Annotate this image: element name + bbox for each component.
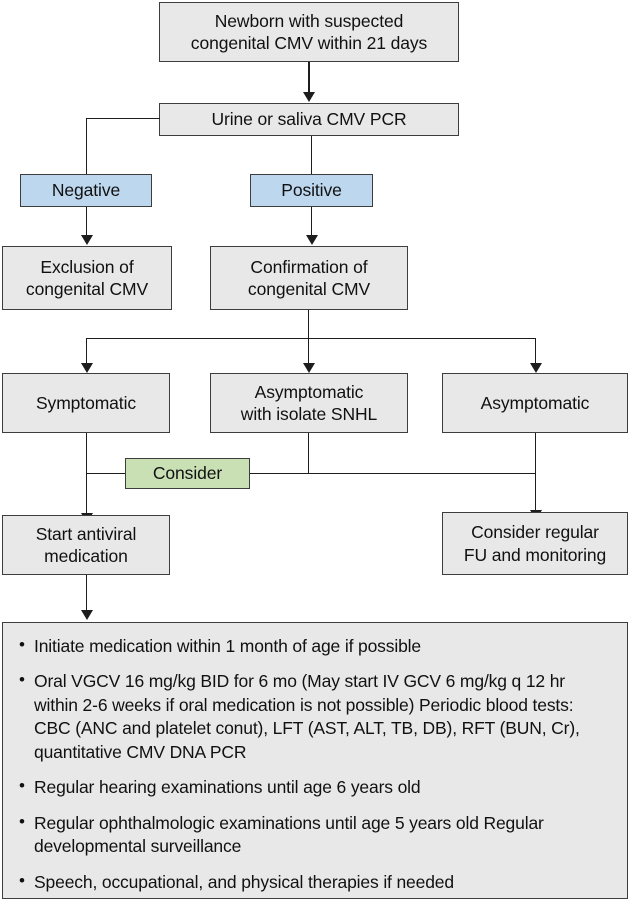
node-consider-fu-line-2: FU and monitoring: [463, 544, 607, 565]
node-consider-text: Consider: [152, 463, 223, 484]
node-consider-regular-fu: Consider regular FU and monitoring: [442, 512, 628, 575]
node-confirmation-text: Confirmation of congenital CMV: [217, 256, 401, 301]
connector-branch-bus: [86, 338, 536, 339]
node-result-negative: Negative: [20, 174, 152, 207]
node-asymptomatic: Asymptomatic: [442, 373, 628, 433]
arrowhead-positive-to-confirmation: [306, 235, 318, 245]
node-exclusion-congenital-cmv: Exclusion of congenital CMV: [2, 246, 172, 310]
node-result-positive: Positive: [250, 174, 373, 207]
node-newborn-line-1: Newborn with suspected: [214, 10, 404, 31]
connector-newborn-to-test: [308, 62, 310, 93]
connector-negative-to-exclusion: [86, 207, 87, 236]
node-consider-fu-line-1: Consider regular: [471, 522, 599, 543]
node-exclusion-text: Exclusion of congenital CMV: [9, 256, 165, 301]
panel-management-details: Initiate medication within 1 month of ag…: [2, 622, 628, 899]
management-bullet-list: Initiate medication within 1 month of ag…: [17, 634, 613, 894]
connector-antiviral-to-panel: [86, 575, 87, 612]
node-symptomatic-text: Symptomatic: [35, 392, 137, 413]
connector-test-to-negative-vertical: [86, 118, 87, 175]
node-asymptomatic-text: Asymptomatic: [480, 392, 590, 413]
connector-bus-to-asymptomatic-snhl: [308, 338, 309, 365]
management-bullet-4: Regular ophthalmologic examinations unti…: [17, 811, 613, 859]
arrowhead-bus-to-asymptomatic: [530, 363, 542, 373]
node-symptomatic: Symptomatic: [2, 373, 170, 433]
connector-consider-left: [86, 473, 125, 474]
node-asymptomatic-with-snhl: Asymptomatic with isolate SNHL: [210, 373, 408, 433]
node-newborn-suspected: Newborn with suspected congenital CMV wi…: [159, 2, 459, 62]
arrowhead-newborn-to-test: [303, 92, 315, 102]
arrowhead-antiviral-to-panel: [81, 610, 93, 620]
connector-asymptomatic-snhl-drop: [308, 433, 309, 474]
connector-positive-to-confirmation: [311, 207, 312, 236]
node-start-antiviral-line-2: medication: [44, 546, 128, 566]
node-asymptomatic-snhl-text: Asymptomatic with isolate SNHL: [217, 381, 401, 426]
node-start-antiviral-medication: Start antiviral medication: [2, 515, 170, 575]
node-confirmation-line-1: Confirmation of: [250, 256, 368, 277]
node-urine-saliva-cmv-pcr: Urine or saliva CMV PCR: [159, 103, 459, 136]
node-newborn-suspected-text: Newborn with suspected congenital CMV wi…: [166, 10, 452, 55]
node-positive-text: Positive: [281, 180, 342, 201]
node-exclusion-line-2: congenital CMV: [25, 279, 149, 299]
node-exclusion-line-1: Exclusion of: [40, 256, 134, 277]
node-start-antiviral-text: Start antiviral medication: [9, 523, 163, 568]
node-test-text: Urine or saliva CMV PCR: [211, 109, 407, 130]
management-bullet-5: Speech, occupational, and physical thera…: [17, 869, 613, 894]
connector-consider-right: [250, 473, 536, 474]
node-asymptomatic-snhl-line-1: Asymptomatic: [254, 381, 364, 402]
arrowhead-negative-to-exclusion: [81, 235, 93, 245]
arrowhead-bus-to-symptomatic: [81, 363, 93, 373]
node-newborn-line-2: congenital CMV within 21 days: [190, 33, 428, 53]
connector-test-to-positive: [311, 136, 312, 175]
connector-test-to-negative-horizontal: [86, 118, 160, 119]
management-bullet-2: Oral VGCV 16 mg/kg BID for 6 mo (May sta…: [17, 669, 613, 764]
node-asymptomatic-snhl-line-2: with isolate SNHL: [240, 404, 378, 424]
connector-bus-to-symptomatic: [86, 338, 87, 365]
arrowhead-bus-to-asymptomatic-snhl: [303, 363, 315, 373]
management-bullet-3: Regular hearing examinations until age 6…: [17, 775, 613, 799]
node-start-antiviral-line-1: Start antiviral: [35, 523, 137, 544]
connector-confirmation-stem: [308, 310, 309, 338]
node-consider-fu-text: Consider regular FU and monitoring: [449, 521, 621, 566]
connector-symptomatic-drop: [86, 433, 87, 515]
node-negative-text: Negative: [51, 180, 121, 201]
node-confirmation-congenital-cmv: Confirmation of congenital CMV: [210, 246, 408, 310]
node-consider: Consider: [125, 458, 250, 489]
management-bullet-1: Initiate medication within 1 month of ag…: [17, 634, 613, 658]
connector-bus-to-asymptomatic: [535, 338, 536, 365]
node-confirmation-line-2: congenital CMV: [247, 279, 371, 299]
connector-asymptomatic-drop: [535, 433, 536, 512]
